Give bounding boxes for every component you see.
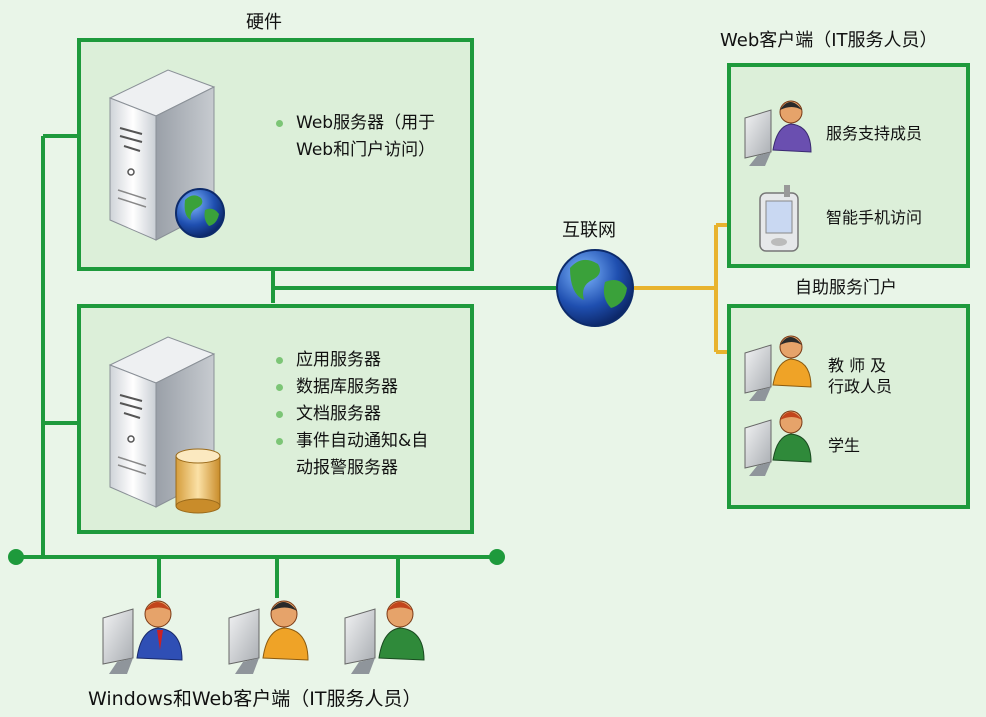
list-item: 文档服务器 bbox=[274, 401, 428, 428]
app-server-icon bbox=[108, 336, 221, 514]
self-service-box bbox=[727, 304, 970, 509]
list-item-continued: 动报警服务器 bbox=[296, 458, 398, 478]
teacher-label-line2: 行政人员 bbox=[828, 377, 893, 396]
teacher-label-line1: 教 师 及 bbox=[828, 356, 887, 375]
web-client-title: Web客户端（IT服务人员） bbox=[720, 30, 938, 51]
bus-terminal-left bbox=[8, 549, 24, 565]
internet-label: 互联网 bbox=[562, 220, 616, 241]
support-staff-label: 服务支持成员 bbox=[826, 124, 923, 143]
web-server-icon bbox=[108, 69, 225, 241]
web-server-description: Web服务器（用于 Web和门户访问） bbox=[274, 110, 435, 164]
self-service-title: 自助服务门户 bbox=[795, 278, 897, 298]
person-teacher-icon bbox=[744, 335, 812, 401]
person-support-staff-icon bbox=[744, 100, 812, 166]
list-item: 数据库服务器 bbox=[274, 374, 428, 401]
web-server-item: Web服务器（用于 bbox=[274, 110, 435, 137]
bus-terminal-right bbox=[489, 549, 505, 565]
smartphone-icon bbox=[759, 185, 799, 252]
list-item: 事件自动通知&自 bbox=[274, 428, 428, 455]
student-label: 学生 bbox=[828, 436, 861, 455]
app-server-list: 应用服务器 数据库服务器 文档服务器 事件自动通知&自 动报警服务器 bbox=[274, 347, 428, 482]
internet-globe-icon bbox=[556, 249, 634, 327]
windows-client-title: Windows和Web客户端（IT服务人员） bbox=[88, 688, 422, 710]
smartphone-access-label: 智能手机访问 bbox=[826, 208, 923, 227]
hardware-title: 硬件 bbox=[246, 12, 282, 33]
person-windows-client-1-icon bbox=[102, 600, 183, 674]
person-windows-client-2-icon bbox=[228, 600, 309, 674]
person-windows-client-3-icon bbox=[344, 600, 425, 674]
person-student-icon bbox=[744, 410, 812, 476]
list-item: 应用服务器 bbox=[274, 347, 428, 374]
web-server-item-continued: Web和门户访问） bbox=[296, 140, 436, 160]
